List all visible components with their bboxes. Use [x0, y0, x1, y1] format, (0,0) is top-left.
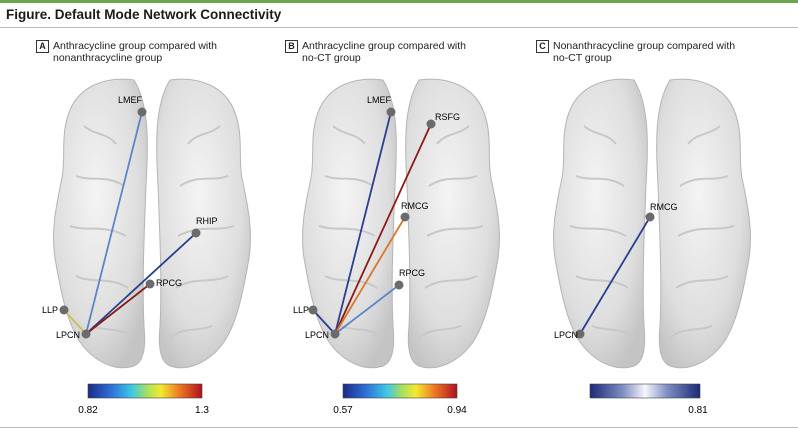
panel-a-brain-diagram: LMEF RHIP RPCG LLP LPCN 0.82 1.3	[42, 78, 251, 416]
edge-lpcn-lmef	[334, 111, 392, 335]
panel-c: C Nonanthracycline group compared with n…	[536, 36, 786, 421]
node-rpcg	[145, 279, 155, 289]
bottom-divider	[0, 427, 798, 428]
colorbar-c-max: 0.81	[688, 405, 708, 416]
node-lmef	[386, 107, 396, 117]
panel-c-title-line2: no-CT group	[553, 52, 612, 64]
panel-a-title: Anthracycline group compared with nonant…	[53, 40, 283, 64]
label-lmef: LMEF	[118, 95, 143, 105]
node-rmcg	[645, 212, 655, 222]
panel-b-brain-diagram: LMEF RSFG RMCG RPCG LLP LPCN 0.57 0.94	[293, 78, 500, 416]
figure-title: Figure. Default Mode Network Connectivit…	[6, 7, 282, 22]
brain-right-hemisphere	[156, 78, 251, 369]
panel-c-badge: C	[536, 40, 549, 53]
colorbar-a-max: 1.3	[195, 405, 209, 416]
colorbar-b-max: 0.94	[447, 405, 467, 416]
panel-a: A Anthracycline group compared with nona…	[36, 36, 286, 421]
panel-b-badge: B	[285, 40, 298, 53]
label-lpcn: LPCN	[305, 330, 329, 340]
edge-lpcn-rpcg	[85, 283, 151, 335]
edge-lpcn-llp	[312, 309, 336, 335]
node-rpcg	[394, 280, 404, 290]
edge-lpcn-rpcg	[334, 284, 400, 335]
colorbar-b-min: 0.57	[333, 405, 353, 416]
label-rsfg: RSFG	[435, 112, 460, 122]
node-llp	[59, 305, 69, 315]
panel-a-badge: A	[36, 40, 49, 53]
label-llp: LLP	[293, 305, 309, 315]
top-accent-bar	[0, 0, 798, 3]
label-llp: LLP	[42, 305, 58, 315]
panel-a-title-line2: nonanthracycline group	[53, 52, 163, 64]
edge-lpcn-rsfg	[334, 123, 432, 335]
panel-c-brain-diagram: RMCG LPCN 0.81	[553, 78, 751, 416]
title-divider	[0, 27, 798, 28]
edge-lpcn-rhip	[85, 232, 197, 335]
node-lpcn	[575, 329, 585, 339]
node-lpcn	[81, 329, 91, 339]
colorbar-b	[342, 383, 458, 399]
panel-c-title: Nonanthracycline group compared with no-…	[553, 40, 783, 64]
label-lpcn: LPCN	[56, 330, 80, 340]
edge-lpcn-llp	[63, 309, 87, 335]
node-rhip	[191, 228, 201, 238]
label-rhip: RHIP	[196, 216, 218, 226]
panel-b: B Anthracycline group compared with no-C…	[285, 36, 535, 421]
label-rpcg: RPCG	[156, 278, 182, 288]
panel-b-title: Anthracycline group compared with no-CT …	[302, 40, 532, 64]
colorbar-a	[87, 383, 203, 399]
panel-b-title-line2: no-CT group	[302, 52, 361, 64]
colorbar-c	[589, 383, 701, 399]
node-rsfg	[426, 119, 436, 129]
panel-c-title-line1: Nonanthracycline group compared with	[553, 40, 736, 52]
panel-a-title-line1: Anthracycline group compared with	[53, 40, 218, 52]
brain-left-hemisphere	[53, 78, 148, 369]
edge-lpcn-rmcg	[334, 216, 406, 335]
node-lmef	[137, 107, 147, 117]
node-lpcn	[330, 329, 340, 339]
label-lpcn: LPCN	[554, 330, 578, 340]
node-rmcg	[400, 212, 410, 222]
panel-b-title-line1: Anthracycline group compared with	[302, 40, 467, 52]
brain-right-hemisphere	[405, 78, 500, 369]
brain-left-hemisphere	[553, 78, 648, 369]
brain-right-hemisphere	[656, 78, 751, 369]
label-rpcg: RPCG	[399, 268, 425, 278]
colorbar-a-min: 0.82	[78, 405, 98, 416]
brain-left-hemisphere	[302, 78, 397, 369]
edge-lpcn-rmcg	[579, 216, 651, 335]
label-rmcg: RMCG	[401, 201, 429, 211]
label-rmcg: RMCG	[650, 202, 678, 212]
node-llp	[308, 305, 318, 315]
edge-lpcn-lmef	[85, 111, 143, 335]
label-lmef: LMEF	[367, 95, 392, 105]
